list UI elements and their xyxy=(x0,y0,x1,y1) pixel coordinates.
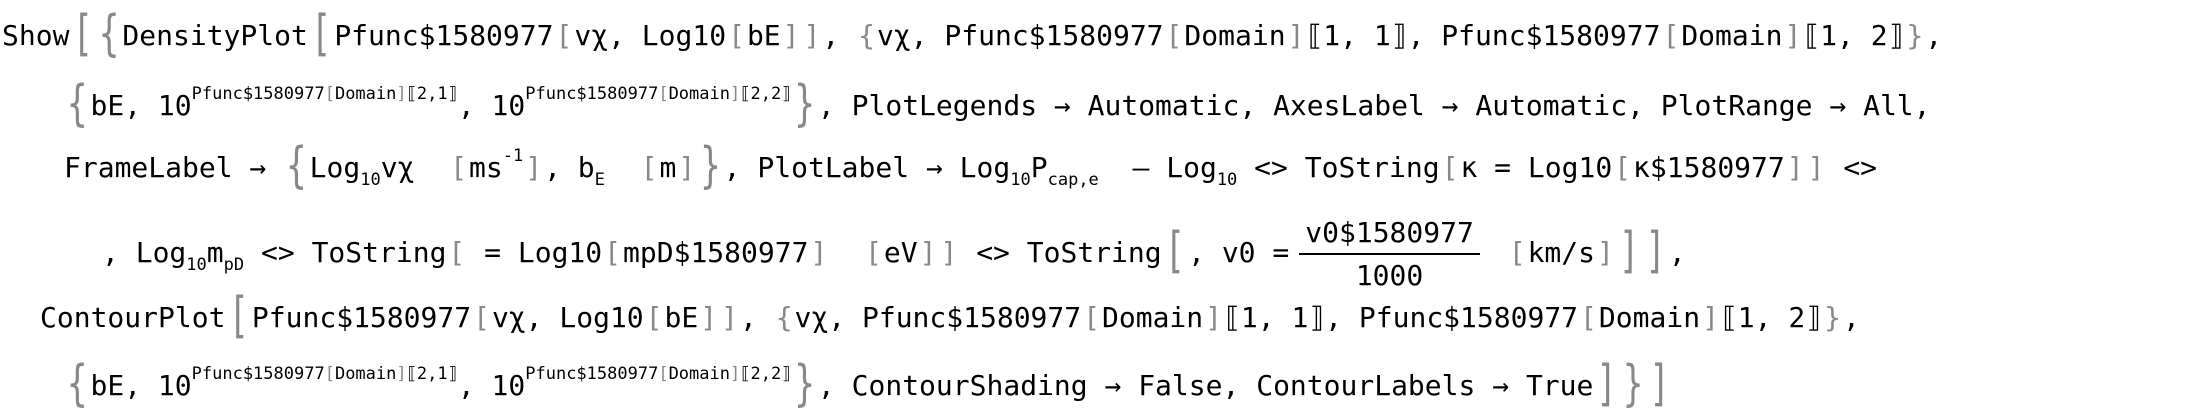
plot-range-option: PlotRange → All, xyxy=(1660,89,1931,122)
close-brace: } xyxy=(1622,355,1644,413)
subscript: cap,e xyxy=(1047,170,1099,190)
to-string-function: ToString xyxy=(1026,236,1162,269)
m-text: m xyxy=(206,236,224,269)
part-index: ⟦1, 2⟧ xyxy=(1803,19,1905,52)
pfunc-symbol: Pfunc$1580977 xyxy=(334,19,554,52)
kappa-expression: κ = Log10 xyxy=(1460,151,1613,184)
log-text: Log xyxy=(309,151,361,184)
exponent: -1 xyxy=(502,146,524,166)
to-string-function: ToString xyxy=(1304,151,1440,184)
to-string-function: ToString xyxy=(311,236,447,269)
subscript: 10 xyxy=(1216,170,1238,190)
contour-plot-function: ContourPlot xyxy=(40,301,226,334)
exponent: Pfunc$1580977[Domain]⟦2,1⟧ xyxy=(191,364,458,384)
contour-labels-option: ContourLabels → True xyxy=(1256,369,1594,402)
vchi-symbol: vχ xyxy=(491,301,526,334)
unit-text: km/s xyxy=(1527,236,1595,269)
be-symbol: bE xyxy=(664,301,699,334)
p-text: P xyxy=(1030,151,1048,184)
close-brace: } xyxy=(794,75,815,133)
log10-function: Log10 xyxy=(641,19,727,52)
code-line-5: ContourPlot[Pfunc$1580977[vχ, Log10[bE]]… xyxy=(40,287,1860,345)
part-index: ⟦1, 1⟧ xyxy=(1224,301,1326,334)
close-bracket: ] xyxy=(1645,222,1666,280)
concat-operator: <> xyxy=(976,236,1010,269)
fraction-denominator: 1000 xyxy=(1355,259,1424,292)
pfunc-symbol: Pfunc$1580977 xyxy=(944,19,1164,52)
domain-symbol: Domain xyxy=(1598,301,1701,334)
unit-text: ms xyxy=(469,151,503,184)
subscript: 10 xyxy=(360,170,381,190)
exponent: Pfunc$1580977[Domain]⟦2,2⟧ xyxy=(525,84,792,104)
code-line-6: {bE, 10Pfunc$1580977[Domain]⟦2,1⟧, 10Pfu… xyxy=(67,355,1670,413)
exponent: Pfunc$1580977[Domain]⟦2,2⟧ xyxy=(525,364,792,384)
subscript: pD xyxy=(223,255,245,275)
axes-label-option: AxesLabel → Automatic, xyxy=(1273,89,1644,122)
code-line-3: FrameLabel → {Log10vχ [ms-1], bE [m]}, P… xyxy=(64,137,1878,195)
v0-text: , v0 = xyxy=(1188,236,1290,269)
log-text: , Log xyxy=(102,236,187,269)
power-base: 10 xyxy=(491,89,526,122)
pfunc-symbol: Pfunc$1580977 xyxy=(1358,301,1579,334)
mpd-variable: mpD$1580977 xyxy=(623,236,809,269)
domain-symbol: Domain xyxy=(1184,19,1286,52)
code-line-1: Show[{DensityPlot[Pfunc$1580977[vχ, Log1… xyxy=(2,5,1943,63)
be-symbol: bE xyxy=(90,89,125,122)
be-symbol: bE xyxy=(746,19,781,52)
open-brace: { xyxy=(98,5,120,63)
fraction-numerator: v0$1580977 xyxy=(1299,216,1480,255)
minus-log-text: – Log xyxy=(1132,151,1217,184)
contour-shading-option: ContourShading → False, xyxy=(851,369,1240,402)
close-bracket: ] xyxy=(1649,355,1670,413)
part-index: ⟦1, 1⟧ xyxy=(1306,19,1408,52)
kappa-variable: κ$1580977 xyxy=(1633,151,1785,184)
domain-symbol: Domain xyxy=(1681,19,1783,52)
vchi-symbol: vχ xyxy=(380,151,415,184)
open-brace: { xyxy=(67,75,88,133)
pfunc-symbol: Pfunc$1580977 xyxy=(251,301,472,334)
code-line-2: {bE, 10Pfunc$1580977[Domain]⟦2,1⟧, 10Pfu… xyxy=(67,75,1931,133)
subscript: 10 xyxy=(186,255,207,275)
close-brace: } xyxy=(700,137,721,195)
close-brace: } xyxy=(794,355,815,413)
concat-operator: <> xyxy=(260,236,295,269)
log10-function: Log10 xyxy=(559,301,644,334)
exponent: Pfunc$1580977[Domain]⟦2,1⟧ xyxy=(191,84,458,104)
close-bracket: ] xyxy=(1618,222,1640,280)
subscript: E xyxy=(594,170,605,190)
plot-legends-option: PlotLegends → Automatic, xyxy=(851,89,1257,122)
concat-operator: <> xyxy=(1843,151,1878,184)
density-plot-function: DensityPlot xyxy=(122,19,308,52)
open-bracket: [ xyxy=(1164,222,1186,280)
unit-text: m xyxy=(659,151,677,184)
subscript: 10 xyxy=(1010,170,1031,190)
open-brace: { xyxy=(286,137,307,195)
frame-label-option: FrameLabel → xyxy=(64,151,267,184)
open-brace: { xyxy=(67,355,88,413)
close-bracket: ] xyxy=(1596,355,1617,413)
open-bracket: [ xyxy=(72,5,93,63)
open-bracket: [ xyxy=(310,5,332,63)
concat-operator: <> xyxy=(1254,151,1288,184)
show-function: Show xyxy=(2,19,70,52)
unit-text: eV xyxy=(883,236,918,269)
power-base: 10 xyxy=(491,369,526,402)
be-symbol: bE xyxy=(90,369,125,402)
fraction: v0$1580977 1000 xyxy=(1299,216,1480,292)
domain-symbol: Domain xyxy=(1102,301,1204,334)
part-index: ⟦1, 2⟧ xyxy=(1720,301,1823,334)
vchi-symbol: vχ xyxy=(574,19,609,52)
power-base: 10 xyxy=(157,89,192,122)
vchi-symbol: vχ xyxy=(876,19,911,52)
pfunc-symbol: Pfunc$1580977 xyxy=(1441,19,1661,52)
power-base: 10 xyxy=(157,369,192,402)
plot-label-option: PlotLabel → Log xyxy=(757,151,1011,184)
pfunc-symbol: Pfunc$1580977 xyxy=(861,301,1082,334)
b-text: b xyxy=(577,151,595,184)
open-bracket: [ xyxy=(228,287,249,345)
code-line-4: , Log10mpD <> ToString[ = Log10[mpD$1580… xyxy=(102,216,1686,292)
eq-log10-text: = Log10 xyxy=(484,236,603,269)
vchi-symbol: vχ xyxy=(794,301,829,334)
